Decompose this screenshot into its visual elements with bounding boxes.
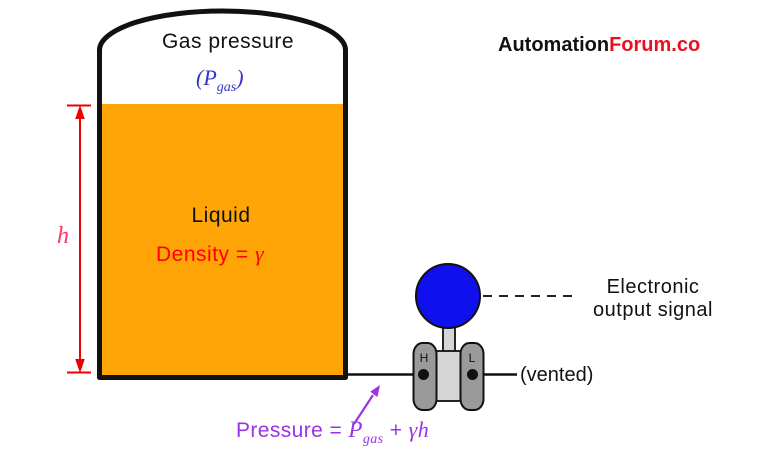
high-port-label: H bbox=[420, 351, 429, 365]
low-port-dot-icon bbox=[467, 369, 478, 380]
transmitter-bulb-icon bbox=[415, 263, 481, 329]
pointer-arrowhead-icon bbox=[370, 385, 380, 398]
formula-p: P bbox=[347, 417, 362, 442]
output-signal-label-line2: output signal bbox=[593, 299, 713, 321]
pgas-close: ) bbox=[234, 65, 243, 90]
brand-red-part: Forum.co bbox=[609, 34, 700, 56]
tank-outline bbox=[97, 8, 348, 380]
density-label: Density = γ bbox=[156, 241, 265, 266]
transmitter-body bbox=[434, 350, 464, 402]
gas-pressure-label: Gas pressure bbox=[162, 30, 294, 53]
pgas-open: (P bbox=[196, 65, 217, 90]
formula-p-subscript: gas bbox=[363, 432, 384, 447]
height-dimension bbox=[67, 104, 91, 374]
pressure-transmitter: H L bbox=[412, 263, 485, 411]
brand-black-part: Automation bbox=[498, 34, 609, 56]
pointer-arrow-shaft bbox=[353, 394, 374, 425]
dimension-arrowhead-down-icon bbox=[75, 359, 85, 373]
formula-pointer-arrow-icon bbox=[353, 385, 380, 425]
high-port-dot-icon bbox=[418, 369, 429, 380]
density-prefix: Density = bbox=[156, 243, 255, 266]
formula-plus: + bbox=[383, 419, 408, 442]
liquid-fill bbox=[102, 104, 343, 375]
pgas-label: (Pgas) bbox=[196, 65, 244, 95]
dimension-arrowhead-up-icon bbox=[75, 105, 85, 119]
pgas-subscript: gas bbox=[217, 80, 237, 95]
low-port-label: L bbox=[469, 351, 476, 365]
gamma-symbol: γ bbox=[255, 241, 265, 266]
formula-prefix: Pressure = bbox=[236, 419, 348, 442]
output-signal-label-line1: Electronic bbox=[607, 276, 700, 298]
vented-label: (vented) bbox=[520, 364, 593, 386]
pressure-formula: Pressure = Pgas + γh bbox=[236, 417, 429, 447]
height-label: h bbox=[57, 223, 69, 249]
liquid-label: Liquid bbox=[191, 204, 250, 227]
brand-logo: AutomationForum.co bbox=[498, 34, 700, 56]
formula-gamma-h: γh bbox=[409, 417, 429, 442]
